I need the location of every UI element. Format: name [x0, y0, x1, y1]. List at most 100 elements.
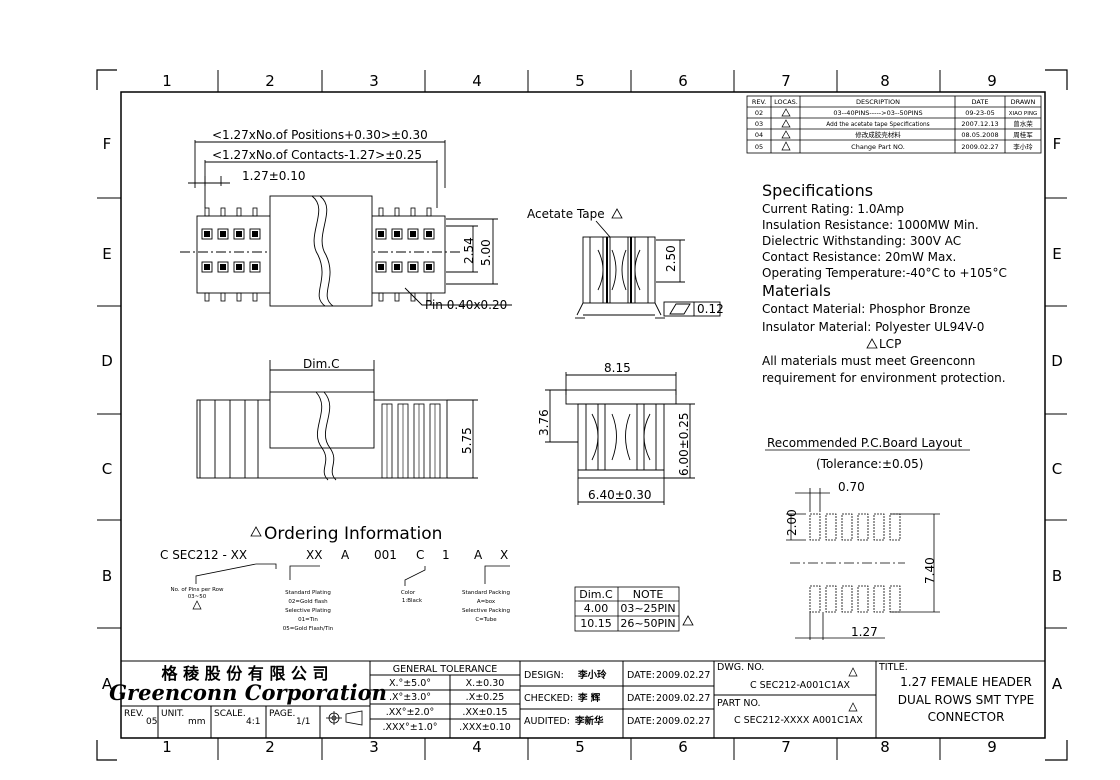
dwg-label: DWG. NO.	[717, 662, 764, 673]
col-label: 4	[472, 738, 482, 756]
checked-value: 李 辉	[577, 692, 601, 704]
row-label: A	[102, 675, 113, 693]
rev-cell: 修改成胶壳材料	[855, 130, 901, 139]
smt-pin	[410, 207, 416, 217]
pcb-pad	[825, 585, 837, 613]
material-line: Contact Material: Phosphor Bronze	[762, 302, 970, 316]
contact-window	[201, 261, 213, 273]
dim-500: 5.00	[479, 239, 493, 266]
rev-cell: 05	[755, 143, 763, 151]
unit-value: mm	[188, 717, 206, 727]
smt-pin	[204, 292, 210, 302]
specifications-title: Specifications	[762, 181, 873, 200]
revision-triangle-icon	[250, 526, 262, 537]
col-label: 9	[987, 72, 997, 90]
dim-200: 2.00	[785, 509, 799, 536]
pcb-layout-title: Recommended P.C.Board Layout	[767, 436, 962, 450]
note-line: All materials must meet Greenconn	[762, 354, 975, 368]
rev-cell: 08.05.2008	[961, 131, 998, 139]
tol-linear: .XXX±0.10	[459, 722, 511, 733]
side-view-dims: Acetate Tape 2.50 0.12	[527, 207, 724, 316]
note-packing: Selective Packing	[462, 608, 510, 614]
contact-window	[236, 231, 242, 237]
smt-pin	[426, 207, 432, 217]
col-label: 1	[162, 72, 172, 90]
lcp-label: LCP	[879, 337, 901, 351]
spec-line: Insulation Resistance: 1000MW Min.	[762, 218, 979, 232]
dim-127: 1.27	[851, 625, 878, 639]
smt-pin	[204, 207, 210, 217]
pcb-tolerance: (Tolerance:±0.05)	[816, 457, 923, 471]
row-label: F	[1053, 135, 1062, 153]
design-label: DESIGN:	[524, 670, 564, 681]
end-view-dims: 8.15 3.76 6.00±0.25 6.40±0.30	[537, 361, 691, 502]
tol-angle: .XXX°±1.0°	[382, 722, 437, 733]
top-view-dims: <1.27xNo.of Positions+0.30>±0.30 <1.27xN…	[212, 128, 507, 312]
dimc-cell: 26~50PIN	[620, 617, 675, 630]
row-label: F	[103, 135, 112, 153]
smt-pin	[410, 292, 416, 302]
ordering-info: Ordering Information C SEC212 - XX XX A …	[160, 524, 510, 632]
col-label: 6	[678, 738, 688, 756]
row-label: D	[101, 352, 113, 370]
front-view	[196, 360, 478, 481]
pcb-pad	[825, 513, 837, 541]
dim-254: 2.54	[462, 237, 476, 264]
contact-window	[249, 261, 261, 273]
rev-header: DRAWN	[1011, 98, 1036, 106]
contact-window	[394, 231, 400, 237]
contact-window	[204, 231, 210, 237]
code-part: 001	[374, 548, 397, 562]
dim-815: 8.15	[604, 361, 631, 375]
design-value: 李小玲	[577, 669, 607, 681]
col-label: 8	[880, 72, 890, 90]
pcb-pad	[841, 585, 853, 613]
tol-linear: .XX±0.15	[462, 707, 507, 718]
dimc-header: Dim.C	[579, 588, 613, 601]
pcb-layout	[765, 449, 970, 640]
col-label: 5	[575, 72, 585, 90]
rev-header: DATE	[972, 98, 989, 106]
rev-header: DESCRIPTION	[856, 98, 900, 106]
contact-window	[233, 261, 245, 273]
code-part: A	[474, 548, 483, 562]
note-plating: Selective Plating	[285, 608, 331, 614]
front-view-contacts	[199, 400, 441, 479]
date-label: DATE:	[627, 693, 655, 704]
dimc-table: Dim.C NOTE 4.00 03~25PIN 10.15 26~50PIN	[574, 586, 694, 632]
end-view	[545, 372, 695, 505]
revision-triangle-icon	[611, 208, 623, 219]
col-label: 7	[781, 738, 791, 756]
row-label: A	[1052, 675, 1063, 693]
date-value: 2009.02.27	[656, 716, 710, 727]
top-view	[180, 140, 512, 307]
contact-window	[423, 261, 435, 273]
spec-line: Contact Resistance: 20mW Max.	[762, 250, 956, 264]
materials-title: Materials	[762, 282, 831, 300]
col-label: 2	[265, 738, 275, 756]
contact-window	[375, 261, 387, 273]
note-plating: 05=Gold Flash/Tin	[283, 626, 334, 632]
contact-window	[407, 261, 419, 273]
col-label: 8	[880, 738, 890, 756]
title-line: DUAL ROWS SMT TYPE	[898, 693, 1034, 707]
top-view-pads	[201, 207, 435, 302]
col-label: 4	[472, 72, 482, 90]
contact-window	[233, 228, 245, 240]
pcb-pad	[841, 513, 853, 541]
rev-label: REV.	[124, 709, 144, 719]
pcb-pad	[857, 585, 869, 613]
dwg-value: C SEC212-A001C1AX	[750, 680, 850, 691]
row-label: E	[102, 245, 111, 263]
note-packing: A=box	[477, 599, 496, 605]
col-label: 3	[369, 72, 379, 90]
row-label: D	[1051, 352, 1063, 370]
rev-cell: 2007.12.13	[961, 120, 998, 128]
smt-pin	[252, 292, 258, 302]
rev-header: LOCAS.	[774, 98, 798, 106]
rev-value: 05	[146, 717, 157, 727]
row-label: E	[1052, 245, 1061, 263]
code-part: XX	[306, 548, 322, 562]
ordering-title: Ordering Information	[264, 524, 442, 544]
